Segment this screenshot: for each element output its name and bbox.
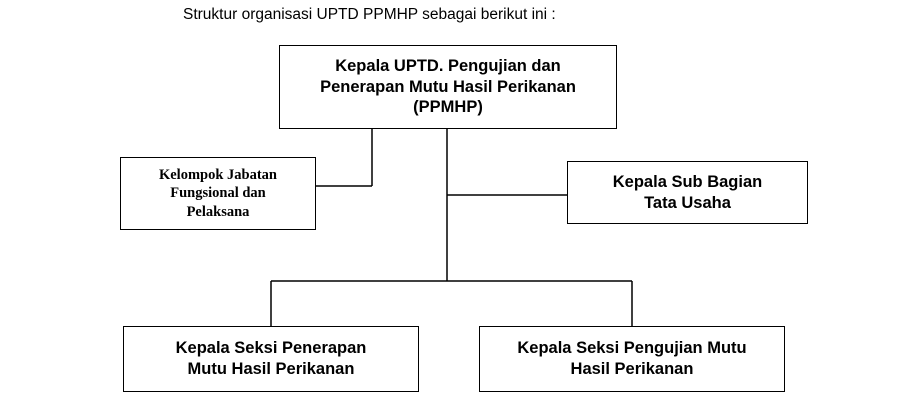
pengujian-box: Kepala Seksi Pengujian Mutu Hasil Perika… bbox=[479, 326, 785, 392]
penerapan-label: Kepala Seksi Penerapan Mutu Hasil Perika… bbox=[175, 339, 367, 378]
pengujian-label: Kepala Seksi Pengujian Mutu Hasil Perika… bbox=[517, 339, 747, 378]
tata-usaha-box: Kepala Sub Bagian Tata Usaha bbox=[567, 161, 808, 224]
jabatan-label: Kelompok Jabatan Fungsional dan Pelaksan… bbox=[158, 167, 278, 220]
intro-text: Struktur organisasi UPTD PPMHP sebagai b… bbox=[183, 6, 556, 23]
head-box: Kepala UPTD. Pengujian dan Penerapan Mut… bbox=[279, 45, 617, 129]
penerapan-box: Kepala Seksi Penerapan Mutu Hasil Perika… bbox=[123, 326, 419, 392]
tata-usaha-label: Kepala Sub Bagian Tata Usaha bbox=[612, 172, 763, 212]
head-label: Kepala UPTD. Pengujian dan Penerapan Mut… bbox=[320, 57, 576, 117]
jabatan-box: Kelompok Jabatan Fungsional dan Pelaksan… bbox=[120, 157, 316, 230]
